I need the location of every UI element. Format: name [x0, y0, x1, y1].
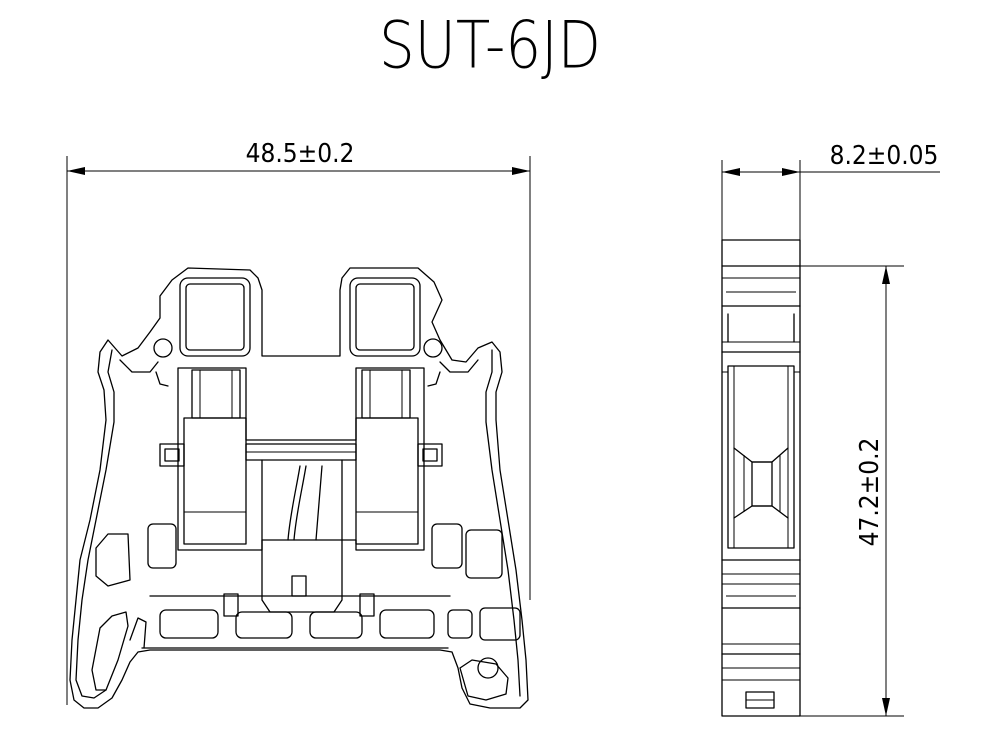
side-view: 8.2±0.05 47.2±0.2: [721, 141, 940, 717]
side-width-label: 8.2±0.05: [830, 141, 939, 171]
busbar: [245, 443, 357, 613]
front-width-dimension: 48.5±0.2: [66, 139, 531, 705]
right-test-hole: [423, 338, 443, 358]
front-view: 48.5±0.2: [66, 139, 531, 709]
side-profile-details: [721, 265, 801, 709]
right-foot: [459, 659, 509, 701]
height-label: 47.2±0.2: [855, 438, 885, 547]
marker-slot: [291, 575, 307, 597]
side-width-dimension: 8.2±0.05: [721, 141, 940, 240]
side-profile: [721, 239, 801, 717]
right-screw-housing: [349, 277, 421, 357]
left-clamp: [159, 369, 247, 545]
left-foot: [91, 611, 129, 691]
height-dimension: 47.2±0.2: [800, 265, 904, 717]
clamp-cavity: [177, 367, 425, 551]
foot-cells: [95, 523, 521, 649]
body-outline: [69, 267, 529, 709]
left-screw-housing: [179, 277, 251, 357]
front-width-label: 48.5±0.2: [246, 139, 355, 169]
right-clamp: [355, 369, 443, 545]
drawing-title: SUT-6JD: [379, 7, 601, 83]
left-test-hole: [153, 338, 173, 358]
body-inner-outline: [75, 349, 115, 699]
